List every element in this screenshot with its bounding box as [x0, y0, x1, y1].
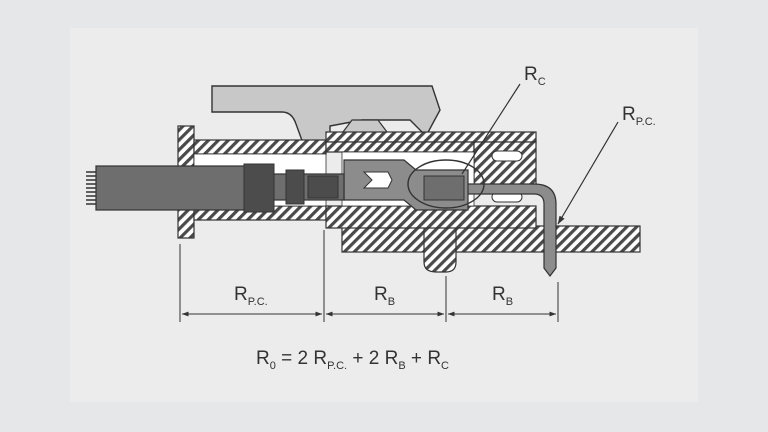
cable: [86, 163, 275, 213]
dim-label-rb-2: RB: [492, 284, 513, 308]
dim-label-rb-1: RB: [374, 284, 395, 308]
housing-peg: [423, 225, 457, 273]
latch: [211, 85, 441, 147]
label-rc: RC: [524, 64, 546, 88]
dimension-extension-lines: [179, 230, 559, 322]
formula: R0 = 2 RP.C. + 2 RB + RC: [256, 348, 449, 372]
receptacle-contact: [343, 159, 469, 211]
rpc-leader-line: [557, 121, 619, 225]
label-rpc-top: RP.C.: [622, 104, 656, 128]
pcb-board: [341, 225, 641, 253]
dim-label-rpc: RP.C.: [234, 284, 268, 308]
crimp-zone: [269, 169, 345, 205]
rc-leader-line: [461, 83, 521, 175]
contact-zone-ellipse: [407, 159, 485, 209]
